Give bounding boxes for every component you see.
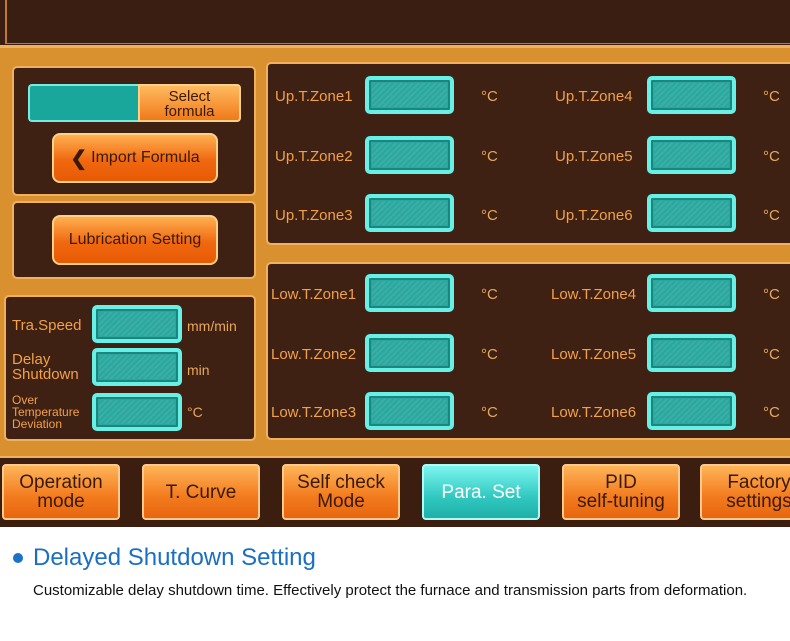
tra-speed-unit: mm/min — [187, 318, 237, 334]
low-zone3-label: Low.T.Zone3 — [271, 404, 357, 421]
tab-para-set-label: Para. Set — [441, 481, 521, 503]
up-zone6-label: Up.T.Zone6 — [555, 207, 633, 224]
caption-title: Delayed Shutdown Setting — [33, 544, 316, 571]
low-zone4-label: Low.T.Zone4 — [551, 286, 637, 303]
up-zone1-field[interactable] — [365, 76, 454, 114]
up-zone4-unit: °C — [763, 88, 780, 105]
low-zone6-field[interactable] — [647, 392, 736, 430]
tab-para-set[interactable]: Para. Set — [422, 464, 540, 520]
up-zone2-label: Up.T.Zone2 — [275, 148, 353, 165]
low-zone6-unit: °C — [763, 404, 780, 421]
up-zone5-unit: °C — [763, 148, 780, 165]
caption-heading: Delayed Shutdown Setting — [13, 540, 316, 576]
tab-self-check-mode[interactable]: Self check Mode — [282, 464, 400, 520]
low-zone1-field[interactable] — [365, 274, 454, 312]
low-zone6-label: Low.T.Zone6 — [551, 404, 637, 421]
lubrication-setting-button[interactable]: Lubrication Setting — [52, 215, 218, 265]
delay-shutdown-unit: min — [187, 362, 210, 378]
top-bar — [0, 0, 790, 48]
low-zone4-unit: °C — [763, 286, 780, 303]
low-zone5-field[interactable] — [647, 334, 736, 372]
tra-speed-field[interactable] — [92, 305, 182, 343]
up-zone1-unit: °C — [481, 88, 498, 105]
lubrication-setting-label: Lubrication Setting — [68, 231, 202, 248]
up-zone3-unit: °C — [481, 207, 498, 224]
over-temp-deviation-unit: °C — [187, 404, 203, 420]
up-zone6-field[interactable] — [647, 194, 736, 232]
low-zone1-label: Low.T.Zone1 — [271, 286, 357, 303]
tra-speed-label: Tra.Speed — [12, 317, 82, 334]
select-formula-label: Select formula — [164, 88, 215, 120]
up-zone3-field[interactable] — [365, 194, 454, 232]
select-formula-button[interactable]: Select formula — [138, 84, 241, 122]
tab-operation-mode[interactable]: Operation mode — [2, 464, 120, 520]
low-zone3-field[interactable] — [365, 392, 454, 430]
tab-pid-self-tuning-label: PID self-tuning — [577, 472, 665, 512]
tab-factory-settings[interactable]: Factory settings — [700, 464, 790, 520]
tab-self-check-mode-label: Self check Mode — [297, 472, 385, 512]
low-zone2-field[interactable] — [365, 334, 454, 372]
tab-t-curve-label: T. Curve — [165, 481, 237, 503]
low-zone5-unit: °C — [763, 346, 780, 363]
formula-display[interactable] — [28, 84, 138, 122]
over-temp-deviation-label: Over Temperature Deviation — [12, 393, 80, 431]
low-zone4-field[interactable] — [647, 274, 736, 312]
import-formula-button[interactable]: ❮ Import Formula — [52, 133, 218, 183]
up-zone5-label: Up.T.Zone5 — [555, 148, 633, 165]
tab-t-curve[interactable]: T. Curve — [142, 464, 260, 520]
chevron-left-icon: ❮ — [70, 147, 88, 170]
up-zone2-unit: °C — [481, 148, 498, 165]
low-zone2-unit: °C — [481, 346, 498, 363]
over-temp-deviation-field[interactable] — [92, 393, 182, 431]
bullet-icon — [13, 553, 23, 563]
up-zone4-label: Up.T.Zone4 — [555, 88, 633, 105]
caption-body: Customizable delay shutdown time. Effect… — [33, 582, 748, 599]
tab-factory-settings-label: Factory settings — [726, 472, 790, 512]
up-zone4-field[interactable] — [647, 76, 736, 114]
up-zone3-label: Up.T.Zone3 — [275, 207, 353, 224]
low-zone3-unit: °C — [481, 404, 498, 421]
bottom-tab-bar: Operation mode T. Curve Self check Mode … — [0, 456, 790, 527]
delay-shutdown-field[interactable] — [92, 348, 182, 386]
hmi-screen: Select formula ❮ Import Formula Lubricat… — [0, 0, 790, 527]
low-zone2-label: Low.T.Zone2 — [271, 346, 357, 363]
delay-shutdown-label: Delay Shutdown — [12, 351, 79, 383]
up-zone2-field[interactable] — [365, 136, 454, 174]
up-zone1-label: Up.T.Zone1 — [275, 88, 353, 105]
up-zone5-field[interactable] — [647, 136, 736, 174]
up-zone6-unit: °C — [763, 207, 780, 224]
tab-pid-self-tuning[interactable]: PID self-tuning — [562, 464, 680, 520]
tab-operation-mode-label: Operation mode — [19, 472, 103, 512]
low-zone1-unit: °C — [481, 286, 498, 303]
low-zone5-label: Low.T.Zone5 — [551, 346, 637, 363]
import-formula-label: Import Formula — [91, 149, 200, 166]
